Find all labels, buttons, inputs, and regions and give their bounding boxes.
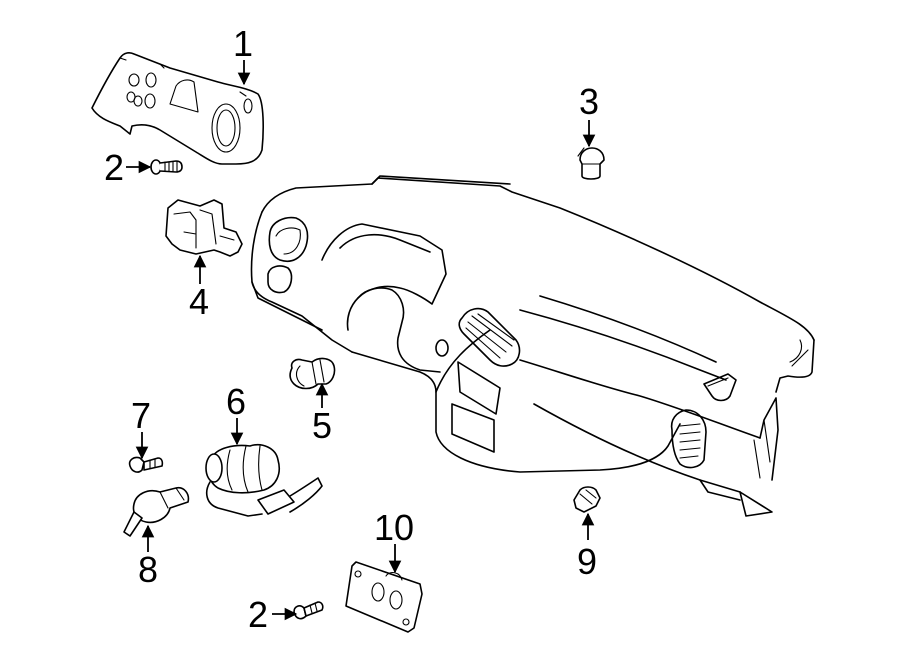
ignition-switch-harness [205, 444, 323, 517]
callout-4: 4 [189, 281, 209, 322]
callout-7: 7 [131, 395, 151, 436]
screw-part-7 [128, 456, 164, 473]
screw-lower [293, 601, 324, 620]
callout-3: 3 [579, 81, 599, 122]
switch-part-8 [123, 486, 190, 537]
control-panel-part-10 [345, 561, 423, 633]
leader-arrows [126, 60, 596, 621]
callout-9: 9 [577, 541, 597, 582]
instrument-cluster [91, 52, 264, 165]
callout-1: 1 [233, 23, 253, 64]
callout-labels: 1 2 3 4 5 6 7 8 9 10 2 [104, 23, 599, 635]
callout-6: 6 [226, 381, 246, 422]
callout-5: 5 [312, 405, 332, 446]
callout-2-lower: 2 [248, 594, 268, 635]
callout-8: 8 [138, 549, 158, 590]
switch-part-4 [165, 199, 243, 257]
clip-part-9 [573, 486, 601, 513]
screw-upper [150, 159, 183, 175]
callout-10: 10 [374, 507, 414, 548]
callout-2-upper: 2 [104, 147, 124, 188]
bulb-socket [577, 147, 605, 180]
instrument-panel [250, 175, 815, 517]
switch-part-5 [289, 357, 336, 390]
